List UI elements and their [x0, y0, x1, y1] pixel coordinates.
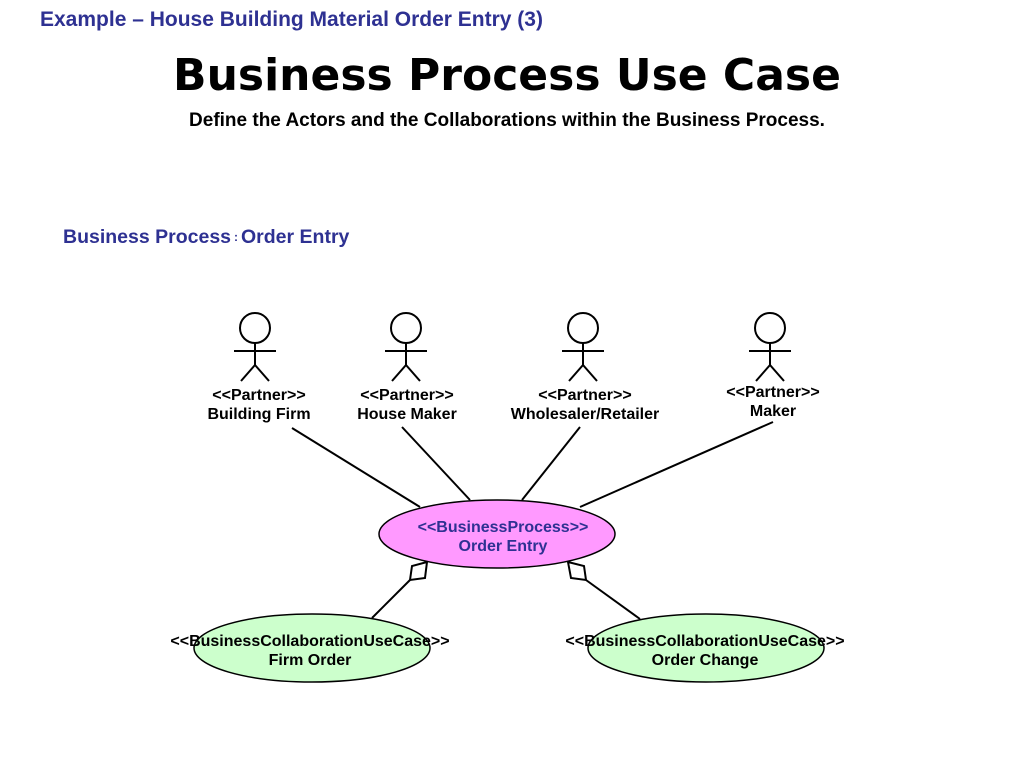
- association-line-maker: [579, 421, 774, 508]
- association-line-wholesaler-retailer: [521, 426, 581, 501]
- collaboration-label-firm-order: <<BusinessCollaborationUseCase>> Firm Or…: [170, 632, 449, 670]
- collaboration-ellipse-order-change: [587, 613, 825, 683]
- stick-figure-icon: [234, 312, 276, 382]
- business-process-heading-name: Order Entry: [241, 226, 350, 248]
- actor-label-house-maker: <<Partner>> House Maker: [357, 386, 457, 424]
- business-process-heading-separator: :: [234, 230, 239, 244]
- business-process-ellipse: [378, 499, 616, 569]
- collaboration-name: Firm Order: [268, 652, 352, 669]
- actor-name: House Maker: [357, 406, 457, 423]
- collaboration-ellipse-firm-order: [193, 613, 431, 683]
- aggregation-diamond-order-change: [566, 560, 588, 582]
- collaboration-stereotype: <<BusinessCollaborationUseCase>>: [565, 633, 845, 650]
- aggregation-diamond-firm-order: [408, 560, 429, 582]
- business-process-label: <<BusinessProcess>> Order Entry: [418, 518, 589, 556]
- association-line-house-maker: [401, 426, 471, 501]
- collaboration-label-order-change: <<BusinessCollaborationUseCase>> Order C…: [565, 632, 844, 670]
- actor-stereotype: <<Partner>>: [726, 384, 820, 401]
- actor-stereotype: <<Partner>>: [360, 387, 454, 404]
- actor-label-maker: <<Partner>> Maker: [726, 383, 819, 421]
- page-subtitle: Define the Actors and the Collaborations…: [189, 110, 825, 131]
- collaboration-name: Order Change: [651, 652, 759, 669]
- business-process-name: Order Entry: [458, 538, 548, 555]
- page-title: Business Process Use Case: [173, 50, 841, 101]
- collaboration-stereotype: <<BusinessCollaborationUseCase>>: [170, 633, 450, 650]
- business-process-stereotype: <<BusinessProcess>>: [417, 519, 589, 536]
- stick-figure-icon: [385, 312, 427, 382]
- actor-label-wholesaler-retailer: <<Partner>> Wholesaler/Retailer: [511, 386, 660, 424]
- stick-figure-icon: [749, 312, 791, 382]
- actor-label-building-firm: <<Partner>> Building Firm: [207, 386, 310, 424]
- aggregation-line-firm-order: [371, 579, 411, 619]
- business-process-heading: Business Process:Order Entry: [63, 226, 349, 249]
- aggregation-line-order-change: [585, 579, 641, 620]
- actor-name: Building Firm: [207, 406, 311, 423]
- slide-header-title: Example – House Building Material Order …: [40, 8, 543, 31]
- stick-figure-icon: [562, 312, 604, 382]
- actor-name: Maker: [749, 403, 797, 420]
- association-line-building-firm: [291, 427, 421, 508]
- actor-stereotype: <<Partner>>: [538, 387, 632, 404]
- actor-name: Wholesaler/Retailer: [510, 406, 660, 423]
- business-process-heading-label: Business Process: [63, 226, 232, 248]
- actor-stereotype: <<Partner>>: [212, 387, 306, 404]
